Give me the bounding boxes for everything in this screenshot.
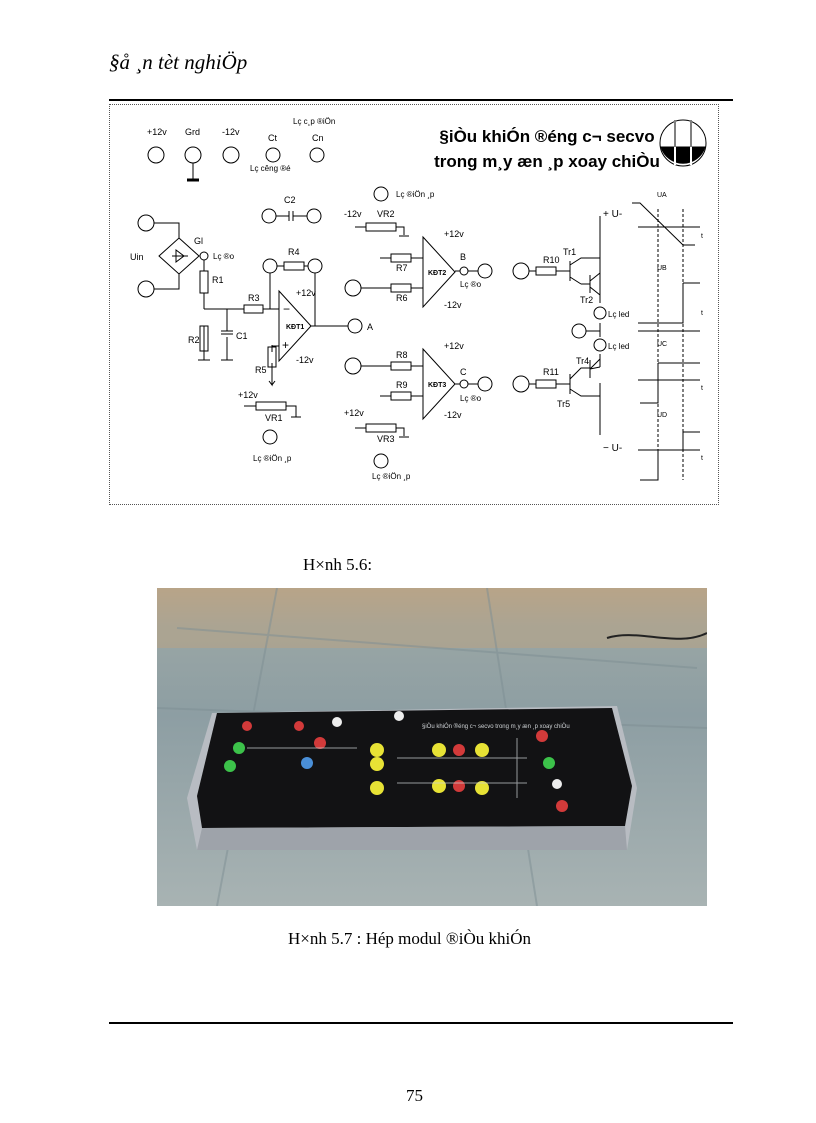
svg-text:+ U-: + U- [603, 209, 622, 220]
svg-text:+12v: +12v [238, 390, 258, 400]
svg-text:C1: C1 [236, 331, 248, 341]
diagram-title-1: §iÒu khiÓn ®éng c¬ secvo [439, 127, 654, 146]
svg-text:+12v: +12v [444, 229, 464, 239]
svg-text:VR3: VR3 [377, 434, 395, 444]
svg-text:Lç ®o: Lç ®o [213, 252, 235, 261]
svg-text:R5: R5 [255, 365, 267, 375]
svg-text:R7: R7 [396, 263, 408, 273]
svg-text:UA: UA [657, 192, 667, 199]
svg-text:-12v: -12v [344, 209, 362, 219]
svg-text:KĐT2: KĐT2 [428, 270, 446, 277]
svg-text:+12v: +12v [147, 127, 167, 137]
svg-text:Cn: Cn [312, 133, 324, 143]
svg-text:R10: R10 [543, 255, 560, 265]
svg-text:t: t [701, 310, 703, 317]
svg-text:VR2: VR2 [377, 209, 395, 219]
svg-text:Tr1: Tr1 [563, 247, 576, 257]
svg-text:UD: UD [657, 412, 667, 419]
waveforms: UA UB UC UD t t t t [632, 192, 703, 481]
figure-5-6-caption: H×nh 5.6: [303, 555, 373, 574]
svg-text:Lç c­êng ®é: Lç c­êng ®é [250, 164, 291, 173]
svg-text:Lç ®iÖn ¸p: Lç ®iÖn ¸p [396, 190, 435, 199]
svg-text:+12v: +12v [444, 341, 464, 351]
circuit-diagram: +12v Grd -12v Ct Lç c¸p ®iÖn Cn Lç c­êng… [109, 104, 719, 505]
svg-text:R3: R3 [248, 293, 260, 303]
svg-text:t: t [701, 455, 703, 462]
svg-text:C2: C2 [284, 195, 296, 205]
svg-text:-12v: -12v [296, 355, 314, 365]
board-title: §iÒu khiÓn ®éng c¬ secvo trong m¸y æn ¸p… [422, 723, 570, 730]
svg-text:Lç led: Lç led [608, 342, 629, 351]
footer-rule [109, 1022, 733, 1024]
svg-text:t: t [701, 233, 703, 240]
svg-text:Lç ®o: Lç ®o [460, 280, 482, 289]
svg-text:Lç ®iÖn ¸p: Lç ®iÖn ¸p [253, 454, 292, 463]
svg-text:Tr2: Tr2 [580, 295, 593, 305]
svg-text:Gl: Gl [194, 236, 203, 246]
svg-text:UC: UC [657, 341, 667, 348]
svg-text:VR1: VR1 [265, 413, 283, 423]
diagram-title-2: trong m¸y æn ¸p xoay chiÒu [434, 152, 660, 171]
figure-5-7-caption: H×nh 5.7 : Hép modul ®iÒu khiÓn [288, 929, 532, 948]
svg-text:−: − [283, 302, 290, 316]
running-header: §å ¸n tèt nghiÖp [109, 50, 248, 74]
header-rule [109, 99, 733, 101]
svg-text:Tr5: Tr5 [557, 399, 570, 409]
svg-text:-12v: -12v [222, 127, 240, 137]
svg-text:A: A [367, 322, 373, 332]
svg-text:UB: UB [657, 265, 667, 272]
svg-text:Grd: Grd [185, 127, 200, 137]
svg-text:R11: R11 [543, 367, 559, 377]
svg-text:+: + [282, 338, 289, 352]
svg-text:B: B [460, 252, 466, 262]
logo [659, 119, 707, 167]
svg-text:R2: R2 [188, 335, 200, 345]
svg-text:+12v: +12v [296, 288, 316, 298]
svg-text:R6: R6 [396, 293, 408, 303]
svg-text:Lç led: Lç led [608, 310, 629, 319]
svg-text:-12v: -12v [444, 410, 462, 420]
svg-text:R4: R4 [288, 247, 300, 257]
top-jacks: +12v Grd -12v Ct Lç c¸p ®iÖn Cn Lç c­êng… [147, 117, 335, 182]
svg-text:Ct: Ct [268, 133, 277, 143]
svg-text:t: t [701, 385, 703, 392]
svg-text:R1: R1 [212, 275, 224, 285]
svg-text:Lç ®o: Lç ®o [460, 394, 482, 403]
svg-text:KĐT1: KĐT1 [286, 324, 304, 331]
svg-text:+12v: +12v [344, 408, 364, 418]
svg-text:− U-: − U- [603, 443, 622, 454]
svg-text:R9: R9 [396, 380, 408, 390]
svg-text:KĐT3: KĐT3 [428, 382, 446, 389]
page-number: 75 [406, 1086, 423, 1105]
svg-text:R8: R8 [396, 350, 408, 360]
svg-text:Lç c¸p ®iÖn: Lç c¸p ®iÖn [293, 117, 335, 126]
svg-text:-12v: -12v [444, 300, 462, 310]
svg-text:Uin: Uin [130, 252, 144, 262]
svg-text:Lç ®iÖn ¸p: Lç ®iÖn ¸p [372, 472, 411, 481]
svg-text:Tr4: Tr4 [576, 356, 589, 366]
module-box-photo: §iÒu khiÓn ®éng c¬ secvo trong m¸y æn ¸p… [157, 588, 707, 906]
svg-text:C: C [460, 367, 467, 377]
